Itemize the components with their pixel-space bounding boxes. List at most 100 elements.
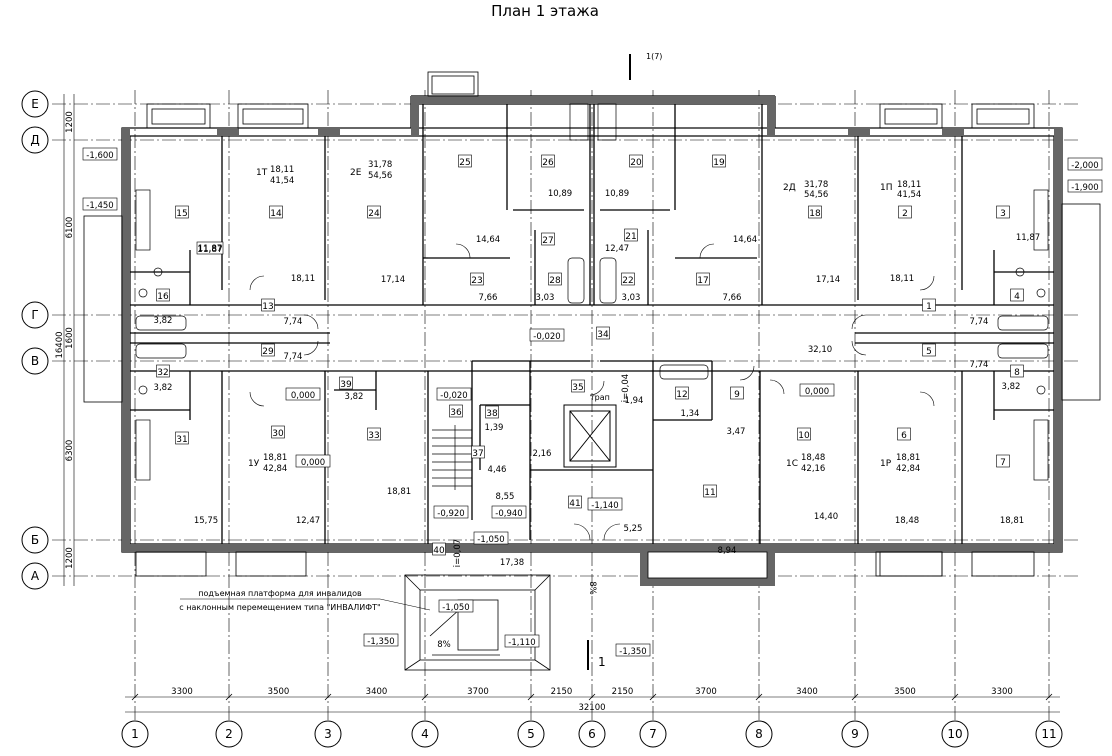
- room-tag-box: [1010, 364, 1024, 378]
- room-number: 37: [472, 449, 483, 459]
- level-box: [82, 147, 118, 161]
- room-area: 18,48: [895, 516, 919, 526]
- level-marks: -1,600-1,450-2,000-1,900-0,020-0,0200,00…: [82, 147, 1103, 657]
- axis-circle: [21, 526, 49, 554]
- apartment-label: 1С: [786, 459, 798, 469]
- slope-mark: 8%: [587, 581, 597, 595]
- platform-note-line-1: подъемная платформа для инвалидов: [198, 589, 362, 598]
- room-number: 19: [713, 158, 725, 168]
- room-number: 8: [1014, 368, 1020, 378]
- level-box: [504, 634, 540, 648]
- dimension-value: 3700: [695, 687, 717, 697]
- room-area: 18,81: [1000, 516, 1024, 526]
- room-area: 11,87: [198, 244, 222, 254]
- room-tag-box: [696, 272, 710, 286]
- room-tag-box: [1010, 288, 1024, 302]
- room-area: 15,75: [194, 516, 218, 526]
- room-number: 25: [459, 158, 470, 168]
- room-area: 3,03: [536, 293, 555, 303]
- room-number: 12: [676, 390, 687, 400]
- room-number: 38: [486, 409, 498, 419]
- room-number: 30: [272, 429, 284, 439]
- axis-label: Е: [31, 97, 39, 111]
- axis-circle: [215, 720, 243, 748]
- plan-title: План 1 этажа: [491, 2, 599, 20]
- room-area: 12,47: [296, 516, 320, 526]
- room-tag-box: [261, 343, 275, 357]
- room-tag-box: [730, 386, 744, 400]
- dimension-left-total: 16400: [55, 331, 65, 358]
- room-tag-box: [485, 405, 499, 419]
- level-mark: -0,020: [440, 391, 467, 401]
- room-tag-box: [175, 205, 189, 219]
- apartment-total-area: 41,54: [897, 190, 921, 200]
- axis-label: Г: [31, 308, 38, 322]
- apartment-living-area: 31,78: [804, 180, 828, 190]
- room-number: 36: [450, 408, 462, 418]
- dimension-tick: [131, 693, 139, 701]
- room-number: 23: [471, 276, 482, 286]
- room-tag-box: [703, 484, 717, 498]
- level-mark: -1,450: [86, 201, 113, 211]
- level-box: [433, 505, 469, 519]
- room-area: 18,81: [387, 487, 411, 497]
- level-box: [491, 505, 527, 519]
- level-box: [295, 454, 331, 468]
- apartment-living-area: 31,78: [368, 160, 392, 170]
- dimension-value: 3400: [796, 687, 818, 697]
- room-number: 4: [1014, 292, 1020, 302]
- dimension-value: 2150: [612, 687, 634, 697]
- level-mark: -0,020: [533, 332, 560, 342]
- dimension-value: 3500: [894, 687, 916, 697]
- room-tag-box: [449, 404, 463, 418]
- section-mark-bottom: 1: [598, 655, 606, 669]
- axis-circle: [1035, 720, 1063, 748]
- apartment-label: 1П: [880, 183, 893, 193]
- room-tag-box: [470, 272, 484, 286]
- room-number: 14: [270, 209, 282, 219]
- slope-mark: 8%: [437, 640, 451, 650]
- room-area: 7,74: [284, 352, 303, 362]
- room-number: 5: [926, 347, 932, 357]
- level-mark: -2,000: [1071, 161, 1098, 171]
- apartment-living-area: 18,11: [897, 180, 921, 190]
- room-area: 7,74: [970, 360, 989, 370]
- room-tag-box: [269, 205, 283, 219]
- room-number: 22: [622, 276, 633, 286]
- axis-circle: [314, 720, 342, 748]
- level-mark: -1,050: [442, 603, 469, 613]
- level-mark: -1,110: [508, 638, 535, 648]
- dimension-tick: [1045, 693, 1053, 701]
- room-area: 18,11: [890, 274, 914, 284]
- room-tag-box: [898, 205, 912, 219]
- axis-label: 6: [588, 727, 596, 741]
- axis-circle: [411, 720, 439, 748]
- level-mark: 0,000: [805, 387, 829, 397]
- apartment-living-area: 18,81: [263, 453, 287, 463]
- dimension-tick: [755, 693, 763, 701]
- room-area: 14,40: [814, 512, 838, 522]
- axis-circle: [745, 720, 773, 748]
- axis-label: 3: [324, 727, 332, 741]
- room-number: 27: [542, 236, 553, 246]
- room-area: 17,38: [500, 558, 524, 568]
- apartment-total-area: 42,16: [801, 464, 825, 474]
- room-number: 20: [630, 158, 642, 168]
- level-mark: -1,350: [619, 647, 646, 657]
- level-box: [587, 497, 623, 511]
- room-number: 1: [926, 302, 932, 312]
- slope-mark: i=0,07: [453, 539, 463, 567]
- room-tag-box: [629, 154, 643, 168]
- room-area: 17,14: [381, 275, 405, 285]
- dimension-value: 1200: [65, 547, 75, 569]
- level-box: [799, 383, 835, 397]
- axis-circle: [121, 720, 149, 748]
- dimension-tick: [649, 693, 657, 701]
- level-mark: -1,600: [86, 151, 113, 161]
- room-tag-box: [541, 232, 555, 246]
- room-area: 3,82: [1002, 382, 1021, 392]
- level-box: [1067, 179, 1103, 193]
- apartment-label: 1У: [248, 459, 260, 469]
